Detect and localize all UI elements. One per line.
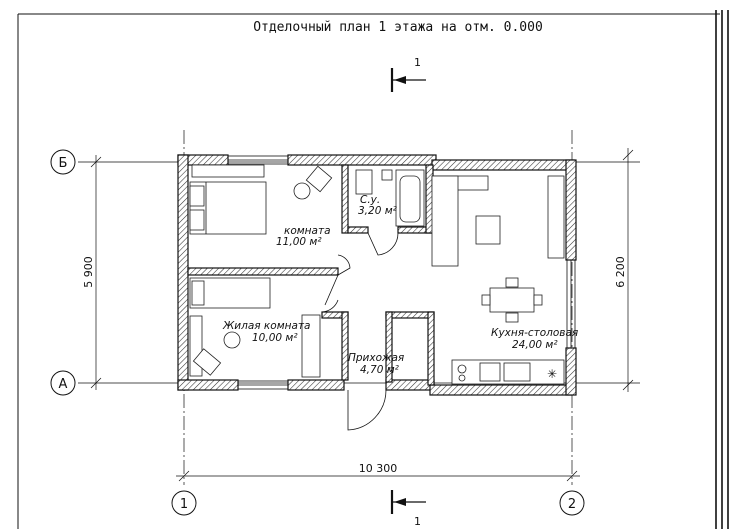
label-kitchen: Кухня-столовая 24,00 м² — [491, 327, 578, 351]
label-bath: С.у. 3,20 м² — [358, 194, 398, 217]
axis-bubble-b: Б — [50, 149, 76, 175]
windows — [227, 155, 576, 390]
dimension-bottom-label: 10 300 — [359, 462, 398, 475]
label-hall: Прихожая 4,70 м² — [348, 352, 404, 376]
dining-table — [481, 277, 543, 323]
dimension-left: 5 900 — [82, 155, 102, 390]
interior-walls — [187, 164, 435, 386]
sofa-kitchen — [431, 175, 501, 267]
axis-1-label: 1 — [180, 497, 188, 512]
dimension-right: 6 200 — [614, 148, 634, 392]
cabinet-kitchen — [547, 175, 565, 259]
kitchen-counter: ✳ — [451, 359, 565, 385]
label-hall-name: Прихожая — [348, 352, 404, 364]
axis-bubble-1: 1 — [171, 490, 197, 516]
label-kitchen-area: 24,00 м² — [512, 339, 558, 351]
desk-room1 — [293, 165, 333, 200]
label-room1: комната 11,00 м² — [276, 225, 331, 248]
section-mark-top: 1 — [390, 56, 426, 92]
label-bath-name: С.у. — [360, 194, 380, 206]
section-mark-bottom-label: 1 — [414, 515, 421, 528]
label-kitchen-name: Кухня-столовая — [491, 327, 578, 339]
exterior-walls — [177, 154, 577, 396]
label-hall-area: 4,70 м² — [360, 364, 400, 376]
bed-living — [189, 277, 271, 309]
label-living: Жилая комната 10,00 м² — [222, 320, 310, 344]
label-bath-area: 3,20 м² — [358, 205, 398, 217]
label-living-area: 10,00 м² — [252, 332, 298, 344]
bed-room1 — [189, 181, 267, 235]
label-room1-area: 11,00 м² — [276, 236, 322, 248]
bath-fixtures — [355, 169, 425, 227]
section-mark-bottom: 1 — [390, 490, 426, 528]
shelf-room1 — [191, 164, 265, 178]
dimension-bottom: 10 300 — [176, 462, 580, 482]
axis-b-label: Б — [59, 156, 68, 171]
dimension-right-label: 6 200 — [614, 256, 627, 288]
fridge-icon: ✳ — [547, 367, 557, 381]
label-room1-name: комната — [284, 225, 331, 237]
label-living-name: Жилая комната — [222, 320, 310, 332]
axis-a-label: А — [59, 377, 68, 392]
desk-living — [192, 314, 321, 378]
section-mark-top-label: 1 — [414, 56, 421, 69]
axis-bubble-2: 2 — [559, 490, 585, 516]
axis-2-label: 2 — [568, 497, 576, 512]
doors — [321, 232, 399, 431]
drawing-title: Отделочный план 1 этажа на отм. 0.000 — [253, 20, 543, 35]
axis-bubble-a: А — [50, 370, 76, 396]
sheet-frame — [17, 10, 729, 529]
dimension-left-label: 5 900 — [82, 256, 95, 288]
